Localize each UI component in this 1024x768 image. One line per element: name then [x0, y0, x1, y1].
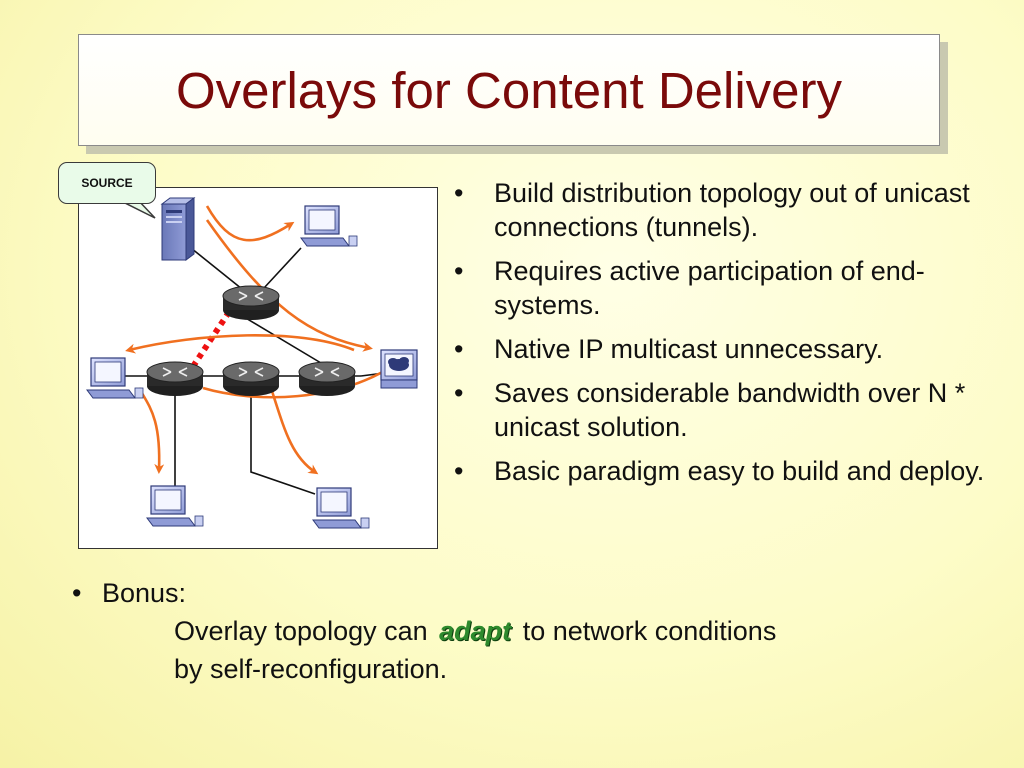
network-diagram: [78, 187, 438, 549]
source-callout-label: SOURCE: [81, 176, 133, 190]
bullet-item: Saves considerable bandwidth over N * un…: [452, 376, 1002, 444]
bonus-section: Bonus: Overlay topology can adapt to net…: [70, 574, 970, 688]
bonus-text-after: to network conditions: [522, 616, 777, 646]
workstation-icon: [300, 205, 358, 247]
title-box: Overlays for Content Delivery: [78, 34, 940, 146]
bonus-line-1: Overlay topology can adapt to network co…: [70, 612, 970, 650]
router-icon: [298, 361, 356, 396]
tunnel-link: [191, 310, 232, 367]
adapt-emphasis: adapt: [439, 616, 512, 646]
slide-title: Overlays for Content Delivery: [175, 61, 843, 119]
bullet-item: Native IP multicast unnecessary.: [452, 332, 1002, 366]
cloud-workstation-icon: [380, 349, 418, 389]
workstation-icon: [146, 485, 204, 527]
bullet-item: Requires active participation of end-sys…: [452, 254, 1002, 322]
bullet-item: Build distribution topology out of unica…: [452, 176, 1002, 244]
source-callout: SOURCE: [58, 162, 156, 204]
overlay-arrows: [125, 205, 401, 475]
bullet-item: Basic paradigm easy to build and deploy.: [452, 454, 1002, 488]
workstation-icon: [312, 487, 370, 529]
bullet-list: Build distribution topology out of unica…: [452, 176, 1002, 498]
router-icon: [222, 285, 280, 320]
router-icon: [222, 361, 280, 396]
server-icon: [160, 197, 196, 261]
router-icon: [146, 361, 204, 396]
bonus-heading: Bonus:: [70, 574, 970, 612]
bonus-line-2: by self-reconfiguration.: [174, 654, 448, 684]
workstation-icon: [86, 357, 144, 399]
bonus-text-before: Overlay topology can: [174, 616, 428, 646]
